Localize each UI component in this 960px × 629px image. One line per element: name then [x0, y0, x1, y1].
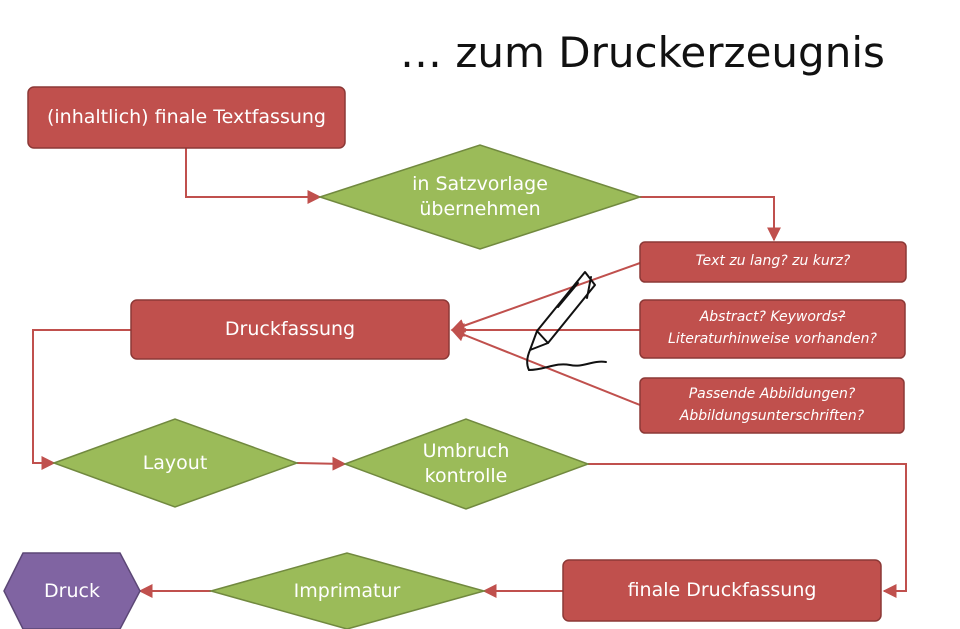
node-layout-diamond [51, 418, 300, 508]
node-check-abstract-line-1a: Abstract? Keywords [699, 309, 838, 326]
connectors [32, 148, 907, 598]
node-check-bild-line-1: Passende Abbildungen? [688, 385, 856, 402]
node-satzvorlage-diamond [317, 144, 643, 250]
node-satzvorlage-line-1: in Satzvorlage [412, 173, 548, 196]
node-finale-druckfassung-label: finale Druckfassung [627, 579, 817, 602]
connector-check-text [450, 262, 641, 333]
node-umbruch-diamond [342, 418, 591, 510]
connector-druckfassung-layout [32, 329, 131, 470]
node-druck-label: Druck [44, 579, 100, 602]
pen-icon [526, 271, 607, 371]
connector-textfassung-satzvorlage [185, 148, 322, 204]
node-imprimatur-diamond [208, 552, 487, 629]
node-check-abstract-line-1b: ? [837, 309, 846, 326]
node-satzvorlage-label: in Satzvorlage übernehmen [380, 162, 580, 232]
connector-umbruch-finale [588, 463, 907, 598]
node-check-text-label: Text zu lang? zu kurz? [695, 253, 851, 270]
node-check-bild-line-2: Abbildungsunterschriften? [679, 407, 865, 424]
node-druckfassung-box [130, 299, 450, 360]
node-satzvorlage-line-2: übernehmen [419, 198, 541, 220]
node-check-bild-box [639, 377, 905, 434]
node-imprimatur-label: Imprimatur [293, 579, 401, 602]
node-textfassung-box [27, 86, 346, 149]
node-check-abstract-label: Abstract? Keywords? Literaturhinweise vo… [640, 300, 905, 358]
connector-satzvorlage-check [640, 196, 781, 242]
node-check-abstract-line-1: Abstract? Keywords? [700, 307, 846, 329]
node-textfassung-label: (inhaltlich) finale Textfassung [46, 106, 326, 129]
connector-layout-umbruch [296, 456, 347, 471]
node-druck-hexagon [3, 552, 141, 629]
node-umbruch-label: Umbruch kontrolle [386, 432, 546, 496]
node-umbruch-line-2: kontrolle [424, 465, 508, 487]
node-finale-druckfassung-box [562, 559, 882, 622]
node-druckfassung-label: Druckfassung [224, 318, 356, 341]
node-layout-label: Layout [142, 451, 208, 474]
node-umbruch-line-1: Umbruch [422, 440, 510, 463]
node-check-abstract-line-2: Literaturhinweise vorhanden? [668, 331, 877, 347]
node-check-bild-label: Passende Abbildungen? Abbildungsuntersch… [640, 378, 904, 433]
node-check-text-box [639, 241, 907, 283]
node-check-abstract-box [639, 299, 906, 359]
page-title: … zum Druckerzeugnis [400, 28, 885, 77]
